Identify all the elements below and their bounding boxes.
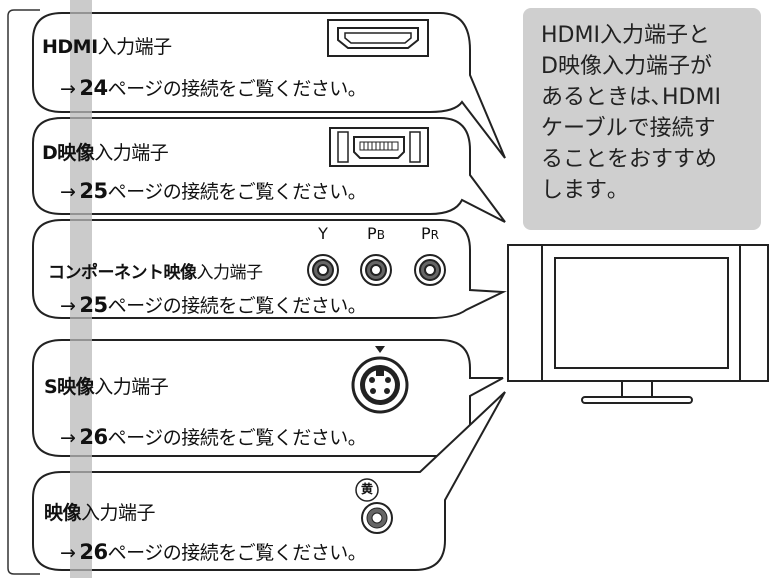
connection-title-d: D映像入力端子 [42,138,169,165]
arrow-icon: → [60,542,76,564]
title-suffix: 入力端子 [94,142,169,164]
bracket-line [7,9,40,575]
hdmi-port-icon [327,19,429,57]
connection-link-hdmi[interactable]: →24ページの接続をご覧ください。 [60,74,367,101]
composite-jack-icon [355,478,393,534]
arrow-icon: → [60,427,76,449]
bubble-component [32,219,507,319]
link-text: ページの接続をご覧ください。 [107,542,367,564]
title-suffix: 入力端子 [81,502,156,524]
connection-link-d[interactable]: →25ページの接続をご覧ください。 [60,177,367,204]
connection-title-composite: 映像入力端子 [44,498,156,525]
title-bold: 映像 [44,502,82,524]
arrow-icon: → [60,295,76,317]
link-text: ページの接続をご覧ください。 [107,181,367,203]
arrow-icon: → [60,78,76,100]
title-suffix: 入力端子 [97,36,173,58]
d-port-icon [329,127,429,167]
jack-label-pb: PB [367,224,385,243]
connection-title-s: S映像入力端子 [44,372,169,399]
title-suffix: 入力端子 [94,376,169,398]
page-number: 26 [79,425,108,449]
bubble-d [32,117,506,223]
connection-title-component: コンポーネント映像入力端子 [48,258,263,283]
connection-link-composite[interactable]: →26ページの接続をご覧ください。 [60,538,367,565]
page-number: 25 [79,179,108,203]
title-bold: コンポーネント映像 [48,263,197,283]
title-bold: D映像 [42,142,95,164]
jack-label-y: Y [318,224,328,243]
s-video-jack-icon [351,346,409,414]
recommendation-note: HDMI入力端子と D映像入力端子が あるときは､HDMI ケーブルで接続す る… [523,8,761,230]
connection-title-hdmi: HDMI入力端子 [42,32,172,59]
connection-link-component[interactable]: →25ページの接続をご覧ください。 [60,291,367,318]
page-number: 26 [79,540,108,564]
jack-y-icon [307,254,339,286]
vertical-band [70,0,92,578]
tv-icon [507,244,769,404]
link-text: ページの接続をご覧ください。 [107,295,367,317]
jack-label-pr: PR [421,224,439,243]
jack-pr-icon [414,254,446,286]
connection-link-s[interactable]: →26ページの接続をご覧ください。 [60,423,367,450]
composite-yellow-label: 黄 [360,482,373,496]
link-text: ページの接続をご覧ください。 [107,427,367,449]
jack-pb-icon [360,254,392,286]
title-suffix: 入力端子 [196,263,264,283]
title-bold: S映像 [44,376,95,398]
page-number: 25 [79,293,108,317]
title-bold: HDMI [42,36,98,58]
page-number: 24 [79,76,108,100]
component-jacks [307,254,446,286]
link-text: ページの接続をご覧ください。 [107,78,367,100]
arrow-icon: → [60,181,76,203]
